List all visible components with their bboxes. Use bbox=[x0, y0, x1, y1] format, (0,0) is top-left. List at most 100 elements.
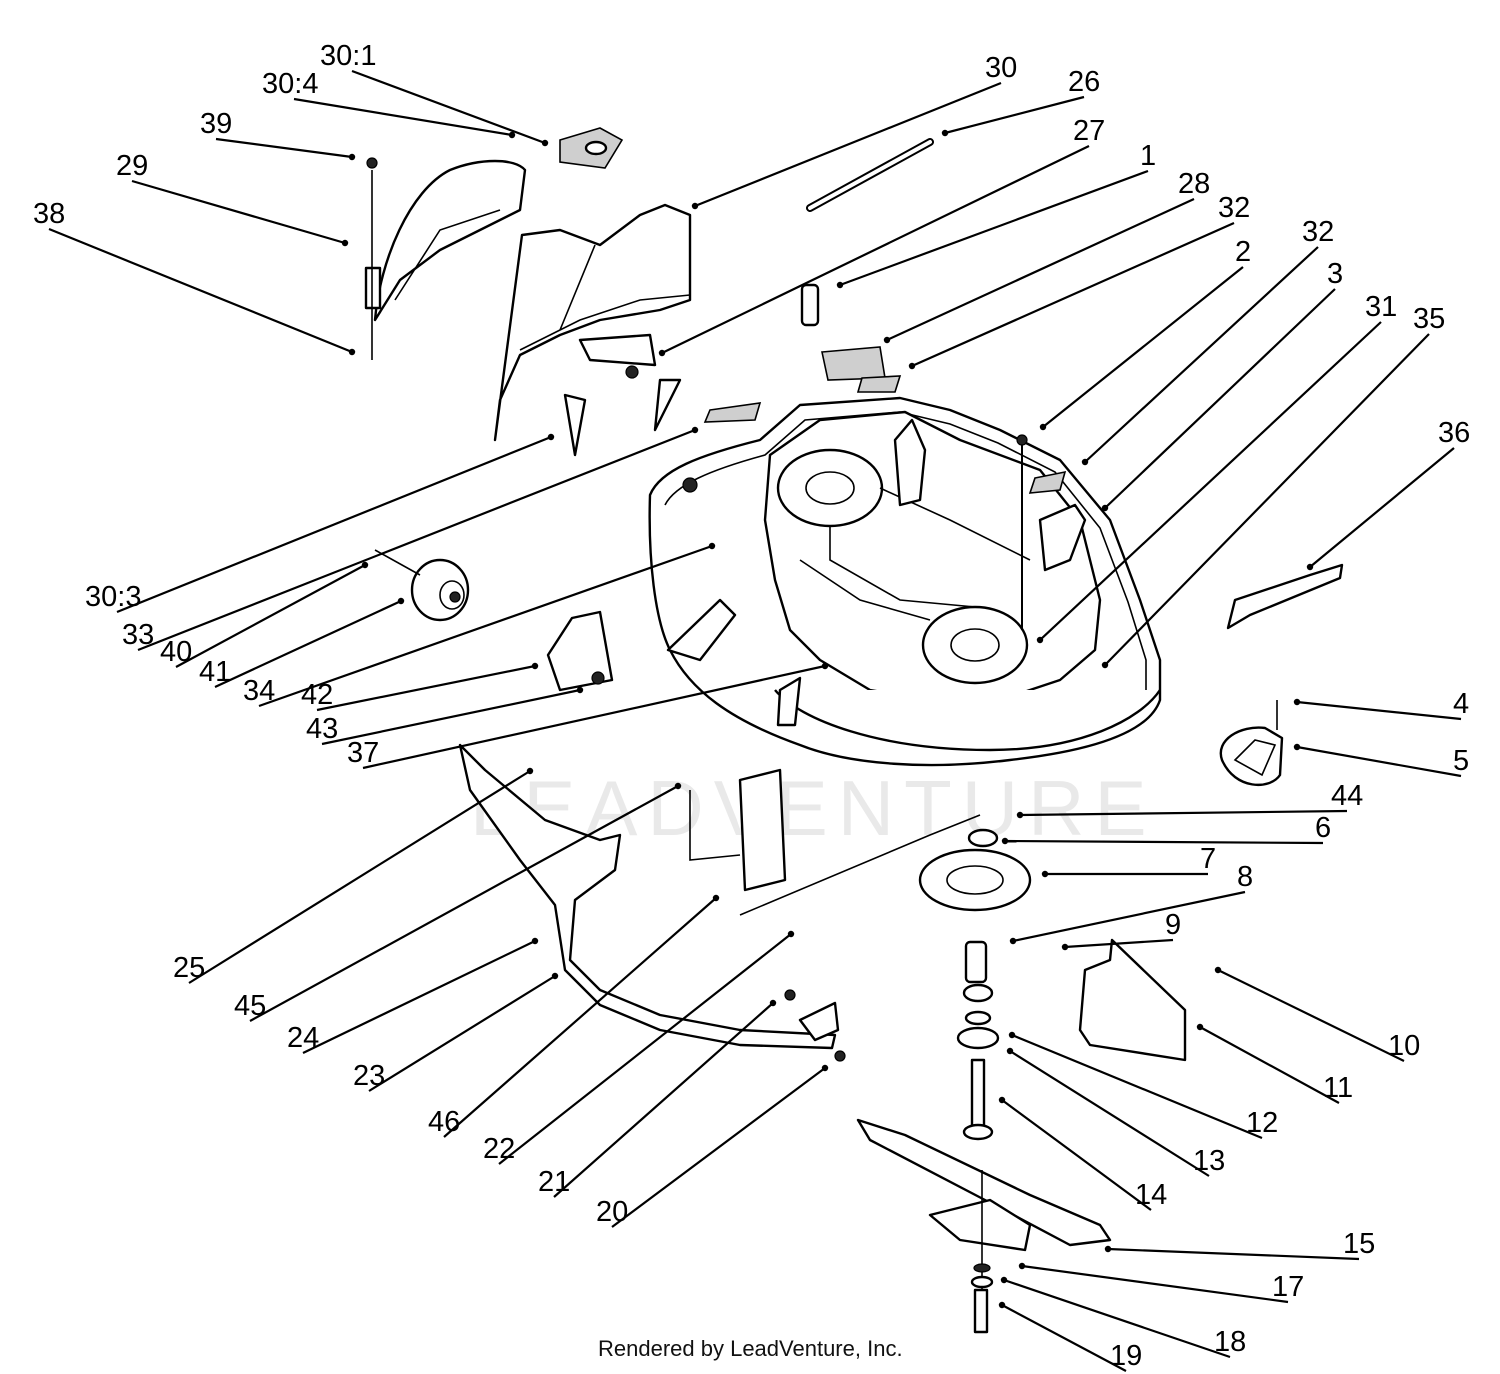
decal-33 bbox=[703, 402, 762, 423]
callout-label: 45 bbox=[234, 990, 266, 1022]
spindle-assembly bbox=[918, 828, 1032, 1141]
callout-label: 7 bbox=[1200, 843, 1216, 875]
callout-label: 27 bbox=[1073, 115, 1105, 147]
callout-dot bbox=[769, 999, 777, 1007]
callout-leader-line bbox=[1003, 1278, 1231, 1359]
callout-label: 30:4 bbox=[262, 68, 318, 100]
callout-leader-line bbox=[553, 1002, 774, 1198]
callout-leader-line bbox=[694, 81, 1002, 208]
callout-leader-line bbox=[1309, 447, 1455, 568]
callout-leader-line bbox=[1042, 266, 1244, 428]
guard-clip bbox=[798, 1001, 840, 1042]
shim-32b bbox=[1028, 470, 1067, 494]
callout-label: 43 bbox=[306, 713, 338, 745]
callout-dot bbox=[658, 349, 666, 357]
callout-leader-line bbox=[1012, 890, 1246, 943]
callout-dot bbox=[361, 561, 369, 569]
callout-label: 32 bbox=[1302, 216, 1334, 248]
callout-leader-line bbox=[498, 933, 792, 1165]
callout-label: 10 bbox=[1388, 1030, 1420, 1062]
callout-label: 28 bbox=[1178, 168, 1210, 200]
callout-label: 19 bbox=[1110, 1340, 1142, 1372]
discharge-chute-assembly bbox=[493, 203, 692, 442]
callout-label: 12 bbox=[1246, 1107, 1278, 1139]
callout-dot bbox=[1293, 743, 1301, 751]
callout-dot bbox=[908, 362, 916, 370]
callout-leader-line bbox=[1009, 1050, 1210, 1177]
callout-dot bbox=[1041, 870, 1049, 878]
callout-dot bbox=[1008, 1031, 1016, 1039]
callout-dot bbox=[1104, 1245, 1112, 1253]
callout-label: 42 bbox=[301, 679, 333, 711]
callout-leader-line bbox=[1107, 1247, 1360, 1261]
callout-dot bbox=[1196, 1023, 1204, 1031]
plate-28 bbox=[821, 346, 886, 381]
callout-label: 38 bbox=[33, 198, 65, 230]
callout-label: 6 bbox=[1315, 812, 1331, 844]
callout-leader-line bbox=[443, 897, 717, 1138]
callout-leader-line bbox=[175, 564, 366, 668]
callout-dot bbox=[1101, 504, 1109, 512]
callout-leader-line bbox=[302, 940, 536, 1054]
callout-dot bbox=[1039, 423, 1047, 431]
callout-leader-line bbox=[944, 95, 1085, 135]
callout-leader-line bbox=[1199, 1026, 1340, 1104]
callout-label: 24 bbox=[287, 1022, 319, 1054]
callout-label: 4 bbox=[1453, 688, 1469, 720]
callout-label: 46 bbox=[428, 1106, 460, 1138]
callout-label: 32 bbox=[1218, 192, 1250, 224]
callout-leader-line bbox=[911, 221, 1235, 368]
callout-label: 13 bbox=[1193, 1145, 1225, 1177]
callout-leader-line bbox=[1217, 969, 1405, 1062]
callout-leader-line bbox=[1011, 1033, 1263, 1140]
shim-32a bbox=[856, 375, 902, 393]
callout-dot bbox=[508, 131, 516, 139]
callout-dot bbox=[1293, 698, 1301, 706]
callout-leader-line bbox=[1296, 700, 1462, 721]
callout-leader-line bbox=[293, 97, 513, 137]
callout-dot bbox=[821, 662, 829, 670]
callout-dot bbox=[712, 894, 720, 902]
callout-dot bbox=[941, 129, 949, 137]
callout-label: 39 bbox=[200, 108, 232, 140]
callout-dot bbox=[1006, 1047, 1014, 1055]
callout-label: 14 bbox=[1135, 1179, 1167, 1211]
callout-label: 33 bbox=[122, 619, 154, 651]
callout-label: 15 bbox=[1343, 1228, 1375, 1260]
callout-leader-line bbox=[1104, 288, 1336, 509]
callout-leader-line bbox=[1001, 1304, 1127, 1372]
callout-dot bbox=[998, 1301, 1006, 1309]
callout-dot bbox=[1000, 1276, 1008, 1284]
callout-label: 36 bbox=[1438, 417, 1470, 449]
callout-label: 20 bbox=[596, 1196, 628, 1228]
callout-leader-line bbox=[1039, 321, 1382, 641]
callout-dot bbox=[998, 1096, 1006, 1104]
callout-dot bbox=[1018, 1262, 1026, 1270]
callout-label: 30:1 bbox=[320, 40, 376, 72]
pivot-pin bbox=[800, 283, 820, 327]
callout-leader-line bbox=[1104, 333, 1430, 666]
callout-leader-line bbox=[1084, 246, 1319, 463]
side-deflector bbox=[1078, 938, 1187, 1062]
callout-label: 34 bbox=[243, 675, 275, 707]
mulch-baffle bbox=[458, 743, 837, 1050]
rear-gauge-wheel bbox=[1219, 700, 1284, 787]
callout-dot bbox=[341, 239, 349, 247]
callout-dot bbox=[883, 336, 891, 344]
callout-dot bbox=[531, 662, 539, 670]
callout-label: 44 bbox=[1331, 780, 1363, 812]
callout-label: 35 bbox=[1413, 303, 1445, 335]
callout-label: 25 bbox=[173, 952, 205, 984]
callout-dot bbox=[348, 348, 356, 356]
callout-leader-line bbox=[661, 145, 1090, 354]
callout-label: 2 bbox=[1235, 236, 1251, 268]
callout-label: 23 bbox=[353, 1060, 385, 1092]
baffle-bracket bbox=[738, 768, 787, 892]
wheel-bracket bbox=[546, 610, 614, 692]
callout-dot bbox=[691, 202, 699, 210]
callout-dot bbox=[1306, 563, 1314, 571]
callout-dot bbox=[836, 281, 844, 289]
callout-dot bbox=[526, 767, 534, 775]
gauge-wheel bbox=[374, 549, 470, 622]
